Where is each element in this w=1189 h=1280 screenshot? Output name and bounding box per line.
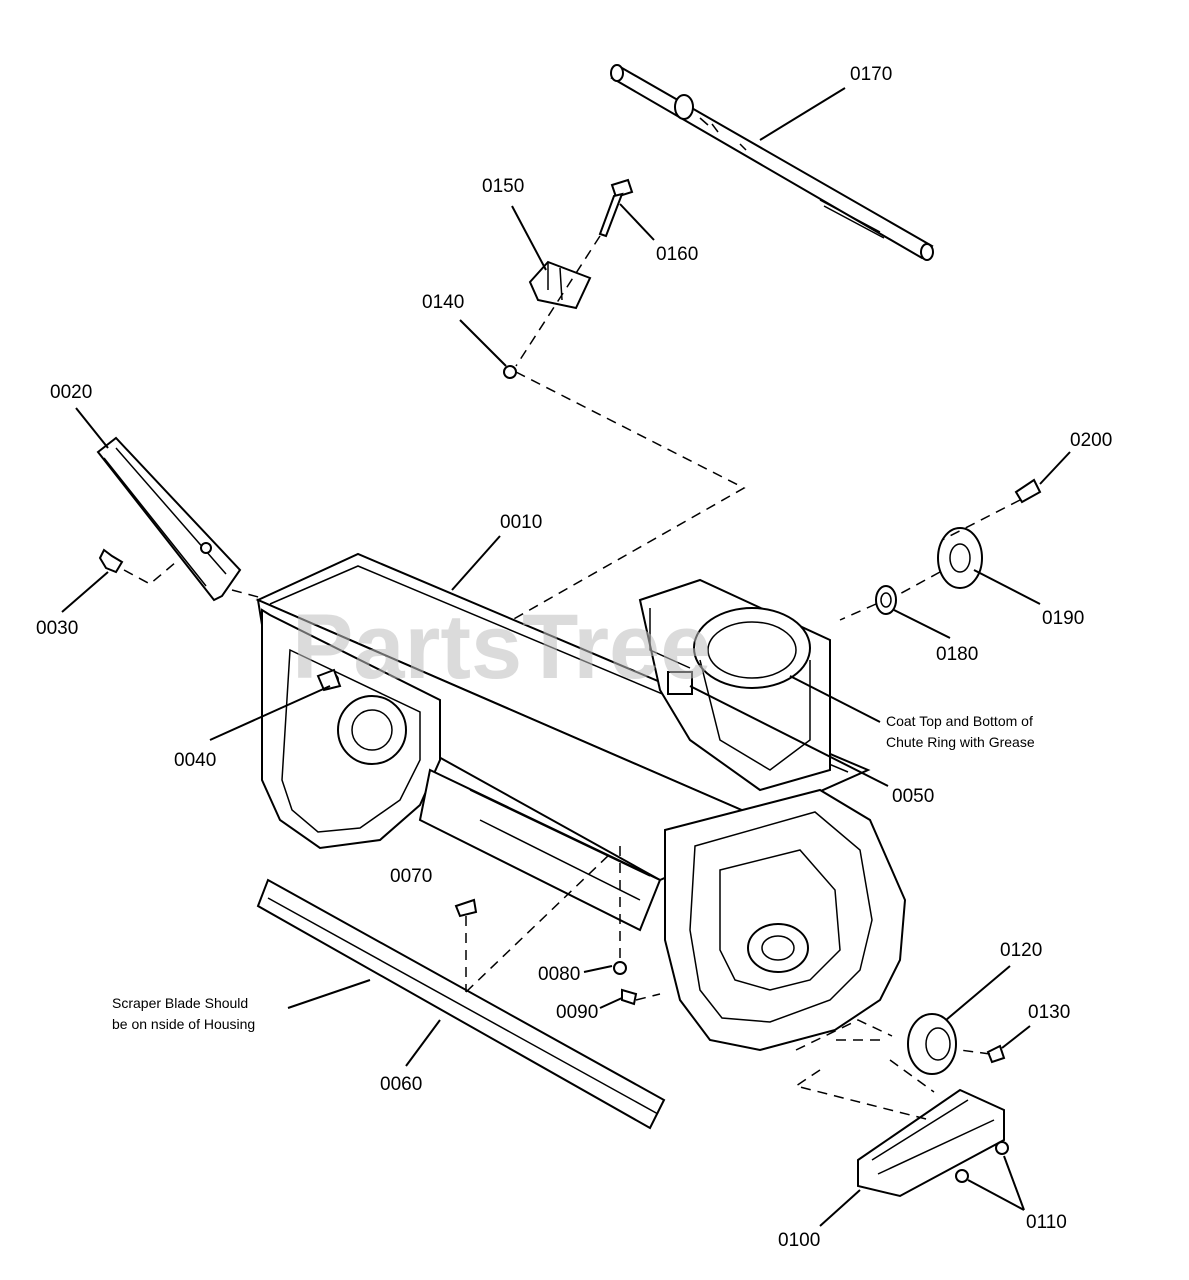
callout-0150: 0150 bbox=[482, 176, 524, 197]
leader-lines bbox=[61, 87, 1071, 1227]
callout-0020: 0020 bbox=[50, 382, 92, 403]
callout-labels: 0170 0150 0160 0140 0020 0200 0010 0030 … bbox=[36, 64, 1112, 1251]
callout-0200: 0200 bbox=[1070, 430, 1112, 451]
callout-0050: 0050 bbox=[892, 786, 934, 807]
callout-0130: 0130 bbox=[1028, 1002, 1070, 1023]
nut-0140 bbox=[503, 365, 517, 379]
bearing-flange-0120 bbox=[907, 1013, 957, 1075]
grease-note-line1: Coat Top and Bottom of bbox=[886, 713, 1033, 729]
bolt-0160 bbox=[598, 178, 634, 238]
callout-0070: 0070 bbox=[390, 866, 432, 887]
callout-0010: 0010 bbox=[500, 512, 542, 533]
callout-0060: 0060 bbox=[380, 1074, 422, 1095]
assembly-lines bbox=[123, 235, 1021, 1121]
carriage-bolt-0070 bbox=[454, 898, 478, 918]
nut-0080 bbox=[613, 961, 627, 975]
scraper-blade bbox=[256, 878, 666, 1130]
drive-shaft bbox=[610, 64, 934, 261]
bolt-0130 bbox=[986, 1044, 1006, 1064]
callout-0110: 0110 bbox=[1026, 1212, 1067, 1233]
callout-0100: 0100 bbox=[778, 1230, 820, 1251]
callout-0180: 0180 bbox=[936, 644, 978, 665]
flange-0190 bbox=[937, 527, 983, 589]
callout-0090: 0090 bbox=[556, 1002, 598, 1023]
bushing-0150 bbox=[528, 260, 592, 310]
scraper-note-line1: Scraper Blade Should bbox=[112, 995, 248, 1011]
scraper-note-line2: be on nside of Housing bbox=[112, 1016, 255, 1032]
wing-nut bbox=[98, 548, 124, 574]
callout-0140: 0140 bbox=[422, 292, 464, 313]
notes: Coat Top and Bottom of Chute Ring with G… bbox=[112, 713, 1035, 1032]
chute-bracket bbox=[96, 436, 242, 602]
chute-ring-mount bbox=[638, 578, 831, 792]
callout-0030: 0030 bbox=[36, 618, 78, 639]
callout-0190: 0190 bbox=[1042, 608, 1084, 629]
bolt-0200 bbox=[1014, 478, 1042, 504]
callout-0170: 0170 bbox=[850, 64, 892, 85]
skid-shoe bbox=[857, 1088, 1005, 1198]
callout-0120: 0120 bbox=[1000, 940, 1042, 961]
callout-0040: 0040 bbox=[174, 750, 216, 771]
nuts-0110 bbox=[955, 1141, 1009, 1183]
nut-0090 bbox=[621, 988, 638, 1006]
bolt-0040 bbox=[316, 668, 342, 692]
watermark: PartsTree bbox=[292, 596, 711, 698]
clip-0050 bbox=[667, 671, 693, 695]
callout-0080: 0080 bbox=[538, 964, 580, 985]
bearing-0180 bbox=[875, 585, 897, 615]
grease-note-line2: Chute Ring with Grease bbox=[886, 734, 1035, 750]
callout-0160: 0160 bbox=[656, 244, 698, 265]
